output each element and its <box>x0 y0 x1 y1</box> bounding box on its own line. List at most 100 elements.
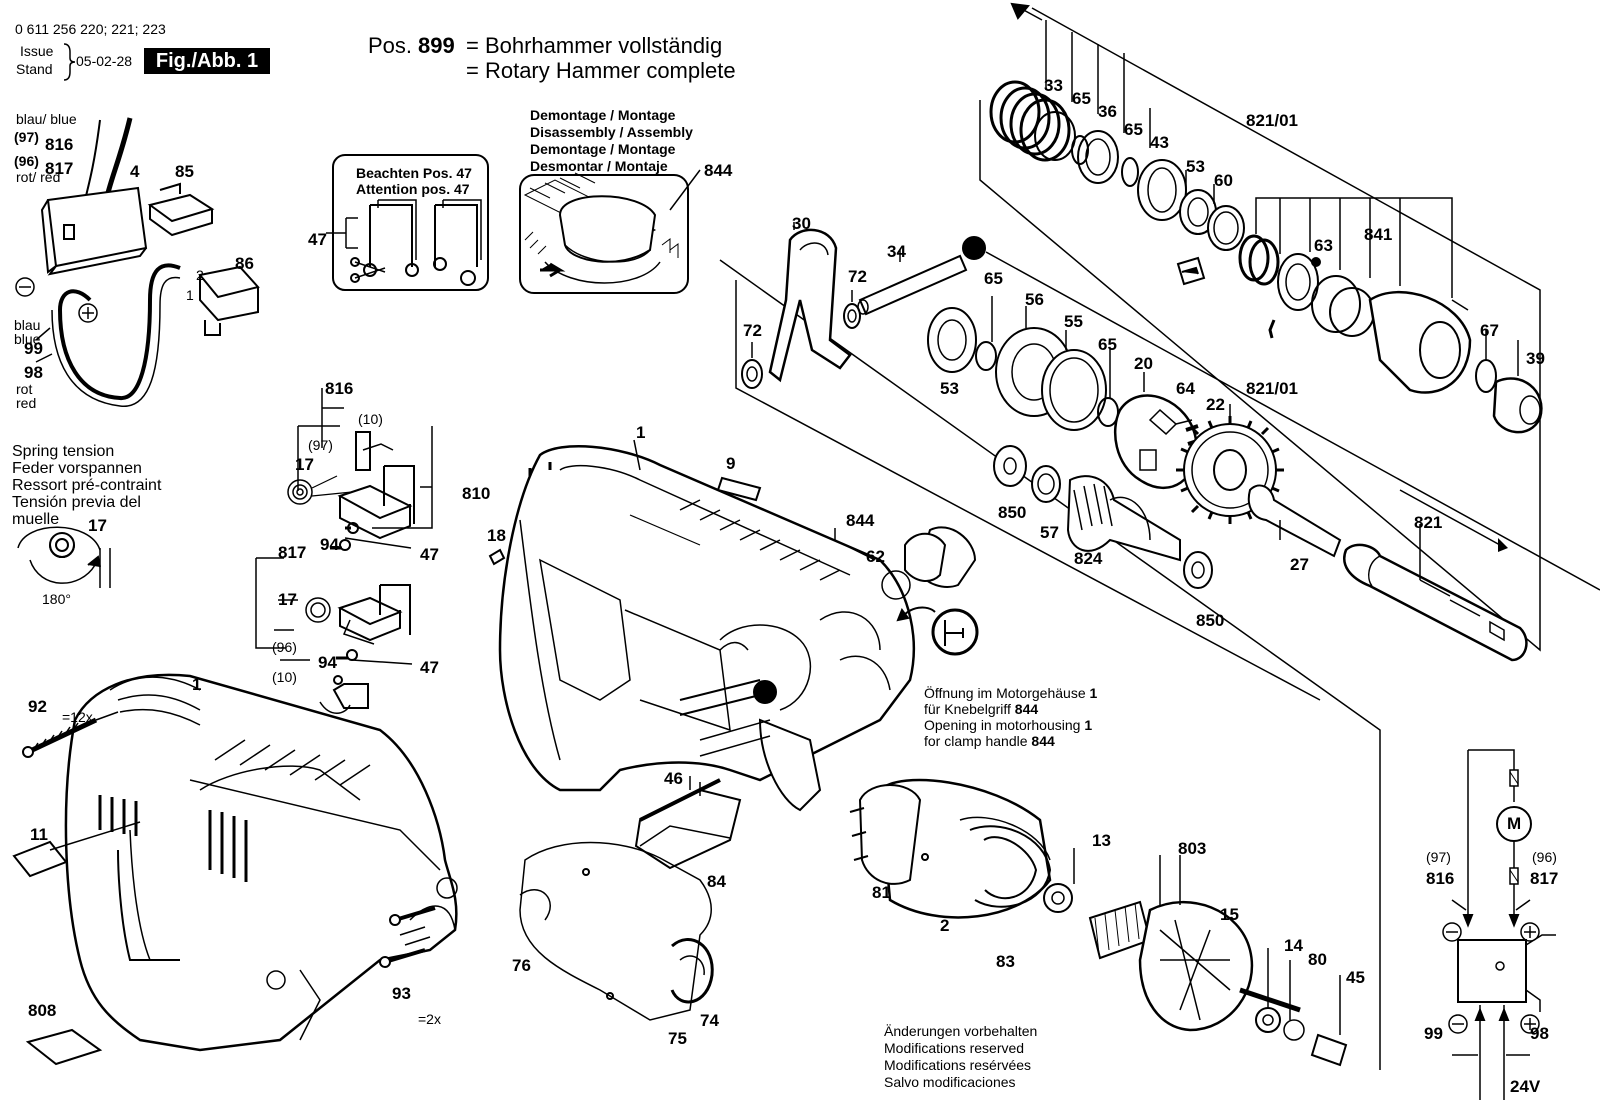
qty-93: =2x <box>418 1011 441 1027</box>
part-label-p808: 808 <box>28 1001 57 1020</box>
part-label-p821c: 821 <box>1414 513 1443 532</box>
part-label-p93: 93 <box>392 984 411 1003</box>
part-label-p63: 63 <box>1314 236 1333 255</box>
part-label-p84: 84 <box>707 872 726 891</box>
part-label-p65d: 65 <box>1098 335 1117 354</box>
part-label-p60: 60 <box>1214 171 1233 190</box>
clamp-knob-844 <box>834 526 977 600</box>
symbol-y <box>753 236 986 704</box>
washers-72 <box>741 290 861 389</box>
assembly-810 <box>287 388 433 551</box>
part-label-p824: 824 <box>1074 549 1103 568</box>
part-label-p850b: 850 <box>1196 611 1225 630</box>
part-label-p56: 56 <box>1025 290 1044 309</box>
part-label-p98a: 98 <box>24 363 43 382</box>
assembly-841 <box>1238 197 1472 394</box>
assembly-note-2: Disassembly / Assembly <box>530 124 693 140</box>
shaft-824 <box>1066 475 1181 562</box>
part-label-p65a: 65 <box>1072 89 1091 108</box>
pos-number: 899 <box>418 33 455 58</box>
part-label-p30: 30 <box>792 214 811 233</box>
part-label-p64: 64 <box>1176 379 1195 398</box>
parts-67-39 <box>1475 330 1543 434</box>
wire-blue2b: blue <box>14 331 41 347</box>
opening-note-3: Opening in motorhousing 1 <box>924 717 1093 733</box>
opening-note-1: Öffnung im Motorgehäuse 1 <box>924 685 1098 701</box>
part-label-p821a: 821/01 <box>1246 111 1298 130</box>
pos-description-en: = Rotary Hammer complete <box>466 58 736 83</box>
part-label-p844a: 844 <box>704 161 733 180</box>
voltage-label: 24V <box>1510 1077 1541 1096</box>
part-label-p99b: 99 <box>1424 1024 1443 1043</box>
part-label-p1b: 1 <box>636 423 646 442</box>
part-label-p817a: 817 <box>45 159 74 178</box>
wire-97-c: (97) <box>1426 849 1451 865</box>
spring-note-3: Ressort pré-contraint <box>12 477 162 494</box>
part-label-p810: 810 <box>462 484 491 503</box>
part-label-p34: 34 <box>887 242 906 261</box>
upper-guide-line <box>979 7 1541 652</box>
wire-10-b: (10) <box>272 669 297 685</box>
part-label-p46: 46 <box>664 769 683 788</box>
part-label-p13: 13 <box>1092 831 1111 850</box>
part-label-p43: 43 <box>1150 133 1169 152</box>
part-label-p850a: 850 <box>998 503 1027 522</box>
part-label-p816b: 816 <box>325 379 354 398</box>
part-label-p844b: 844 <box>846 511 875 530</box>
part-label-p816c: 816 <box>1426 869 1455 888</box>
part-label-p33: 33 <box>1044 76 1063 95</box>
opening-note-4: for clamp handle 844 <box>924 733 1055 749</box>
bearing-53-60 <box>1176 170 1245 286</box>
attention-note-1: Beachten Pos. 47 <box>356 165 472 181</box>
wire-red2a: rot <box>16 381 33 397</box>
gasket-76 <box>519 841 712 1021</box>
part-label-p47b: 47 <box>420 545 439 564</box>
part-label-p83: 83 <box>996 952 1015 971</box>
part-label-p18: 18 <box>487 526 506 545</box>
bearings-850-57 <box>993 445 1213 589</box>
part-label-p1a: 1 <box>192 675 202 694</box>
part-label-p17c: 17 <box>278 590 297 609</box>
pos-description-de: = Bohrhammer vollständig <box>466 33 723 58</box>
bracket-74-75 <box>670 938 714 1004</box>
angle-label: 180° <box>42 591 71 607</box>
wire-97-label: (97) <box>14 129 39 145</box>
part-label-p27: 27 <box>1290 555 1309 574</box>
part-label-p72b: 72 <box>743 321 762 340</box>
part-label-p62: 62 <box>866 547 885 566</box>
part-label-p22: 22 <box>1206 395 1225 414</box>
part-label-p821b: 821/01 <box>1246 379 1298 398</box>
screw-92 <box>22 711 119 758</box>
wire-96-b: (96) <box>272 639 297 655</box>
part-label-p39: 39 <box>1526 349 1545 368</box>
assembly-817 <box>255 557 413 714</box>
part-label-p94b: 94 <box>318 653 337 672</box>
arrow-821 <box>1399 489 1501 546</box>
armature-803 <box>1043 848 1301 1032</box>
part-label-p65c: 65 <box>984 269 1003 288</box>
modifications-note-3: Modifications resérvées <box>884 1057 1032 1073</box>
opening-detail <box>896 606 979 656</box>
spring-note-5: muelle <box>12 511 60 528</box>
tool-holder-821 <box>1343 524 1528 662</box>
part-label-p75: 75 <box>668 1029 687 1048</box>
switch-minus-pin: 2 <box>196 267 204 283</box>
label-11 <box>12 821 141 878</box>
diagonal-line-center <box>719 259 1381 1070</box>
part-label-p67: 67 <box>1480 321 1499 340</box>
part-label-p816a: 816 <box>45 135 74 154</box>
part-label-p817c: 817 <box>1530 869 1559 888</box>
assembly-note-4: Desmontar / Montaje <box>530 158 668 174</box>
issue-date: 05-02-28 <box>76 53 133 69</box>
spring-tension-sketch <box>17 526 111 588</box>
clamp-handle-sketch <box>523 169 701 284</box>
motor-field-2 <box>849 778 1052 919</box>
spring-note-2: Feder vorspannen <box>12 460 142 477</box>
part-label-p803: 803 <box>1178 839 1207 858</box>
spring-33 <box>989 80 1076 162</box>
issue-label: Issue <box>20 43 54 59</box>
shaft-27 <box>1247 484 1342 558</box>
label-9 <box>716 476 762 502</box>
